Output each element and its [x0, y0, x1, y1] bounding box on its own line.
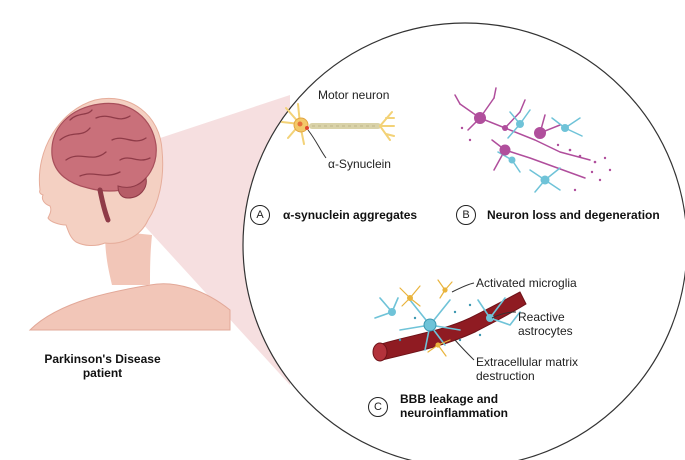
panel-c-title: BBB leakage and neuroinflammation: [400, 392, 509, 420]
patient-label: Parkinson's Disease patient: [44, 352, 161, 380]
brain: [51, 102, 157, 223]
zoom-cone: [130, 95, 290, 385]
bbb-illustration: [372, 279, 527, 362]
panel-b-title: Neuron loss and degeneration: [487, 208, 660, 222]
panel-a-label-alpha-synuclein: α-Synuclein: [328, 157, 391, 171]
panel-b-badge: B: [456, 205, 476, 225]
panel-c-label-activated-microglia: Activated microglia: [476, 276, 577, 290]
motor-neuron-illustration: [281, 103, 395, 159]
panel-c-label-reactive-astrocytes: Reactive astrocytes: [518, 310, 573, 338]
panel-c-badge: C: [368, 397, 388, 417]
alpha-synuclein-aggregate: [305, 126, 309, 130]
panel-a-title: α-synuclein aggregates: [283, 208, 418, 222]
panel-a-badge: A: [250, 205, 270, 225]
degenerating-neurons-illustration: [454, 87, 612, 193]
panel-c-label-ecm-destruction: Extracellular matrix destruction: [476, 355, 579, 383]
panel-a-label-motor-neuron: Motor neuron: [318, 88, 390, 102]
